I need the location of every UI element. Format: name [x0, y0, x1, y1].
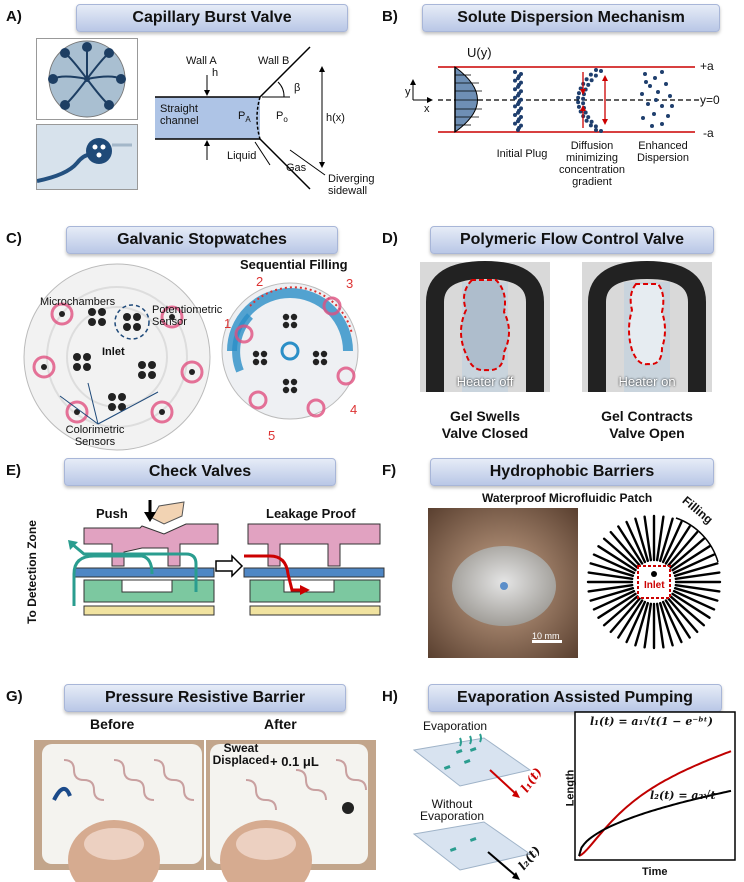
diverging-sidewall-label: Diverging sidewall	[328, 173, 375, 197]
panel-f-title: Hydrophobic Barriers	[430, 458, 714, 486]
check-valve-pushed	[68, 500, 219, 616]
step-4-label: 4	[350, 402, 358, 417]
uy-label: U(y)	[467, 45, 492, 60]
panel-a-title: Capillary Burst Valve	[76, 4, 348, 32]
x-axis-label: x	[424, 103, 430, 115]
microchambers-label: Microchambers	[40, 296, 116, 308]
po-label: Po	[276, 110, 288, 126]
equation-l2: l₂(t) = a₂√t	[650, 789, 716, 802]
panel-b-letter: B)	[382, 8, 398, 25]
panel-h-letter: H)	[382, 688, 398, 705]
heater-off-label: Heater off	[456, 374, 514, 389]
pa-subscript: A	[245, 115, 251, 125]
hydrophobic-spiral-diagram	[586, 514, 722, 650]
barrier-before-photo	[34, 740, 204, 882]
heater-on-label: Heater on	[618, 374, 676, 389]
check-valve-leakage-proof	[243, 523, 385, 616]
after-label: After	[264, 716, 297, 732]
equation-l1: l₁(t) = a₁√t(1 − e⁻ᵇᵗ)	[590, 715, 713, 728]
valve-closeup-photo	[36, 124, 138, 190]
panel-a-letter: A)	[6, 8, 22, 25]
colorimetric-arrows	[59, 382, 159, 425]
potentiometric-label: Potentiometric Sensor	[152, 304, 223, 328]
panel-e-letter: E)	[6, 462, 21, 479]
without-evaporation-label: Without Evaporation	[419, 797, 485, 823]
y-zero-label: y=0	[700, 93, 720, 107]
evaporation-chart	[574, 711, 736, 861]
h-label: h	[212, 67, 219, 79]
scale-bar-label: 10 mm	[532, 631, 560, 641]
step-2-label: 2	[256, 274, 264, 289]
volume-label: + 0.1 μL	[270, 754, 319, 769]
dispersion-diagram	[410, 66, 700, 133]
push-label: Push	[96, 506, 128, 521]
y-axis-label: y	[405, 86, 411, 98]
hx-label: h(x)	[326, 112, 345, 124]
diffusion-label: Diffusion minimizing concentration gradi…	[558, 140, 626, 188]
capillary-valve-diagram	[155, 46, 326, 190]
plus-a-label: +a	[700, 59, 714, 73]
evaporation-label: Evaporation	[423, 719, 488, 733]
process-arrow	[215, 554, 244, 578]
panel-c-title: Galvanic Stopwatches	[66, 226, 338, 254]
panel-g-title: Pressure Resistive Barrier	[64, 684, 346, 712]
gel-contracts-label: Gel Contracts Valve Open	[601, 408, 693, 441]
valve-open-photo	[582, 260, 712, 392]
gas-label: Gas	[286, 162, 307, 174]
inlet-label-f: Inlet	[644, 580, 665, 591]
inlet-label-c: Inlet	[102, 346, 125, 358]
panel-e-title: Check Valves	[64, 458, 336, 486]
sequential-filling-label: Sequential Filling	[240, 257, 348, 272]
pa-text: P	[238, 110, 246, 122]
gel-swells-label: Gel Swells Valve Closed	[441, 408, 529, 441]
galvanic-device-right	[221, 282, 359, 420]
before-label: Before	[90, 716, 135, 732]
chart-x-label: Time	[642, 866, 668, 878]
no-evaporation-strip	[412, 821, 532, 880]
chart-y-label: Length	[564, 769, 577, 807]
valve-wheel-photo	[36, 38, 138, 120]
sweat-displaced-label: Sweat Displaced	[212, 741, 270, 767]
wall-a-label: Wall A	[186, 55, 217, 67]
beta-label: β	[294, 82, 301, 94]
valve-closed-photo	[420, 260, 550, 392]
initial-plug-label: Initial Plug	[496, 148, 548, 160]
series-l2-line	[578, 789, 732, 857]
barrier-after-photo	[206, 740, 376, 882]
minus-a-label: -a	[703, 126, 714, 140]
panel-h-title: Evaporation Assisted Pumping	[428, 684, 722, 712]
liquid-label: Liquid	[227, 150, 257, 162]
step-3-label: 3	[346, 276, 354, 291]
panel-b-title: Solute Dispersion Mechanism	[422, 4, 720, 32]
panel-d-letter: D)	[382, 230, 398, 247]
pa-label: PA	[238, 110, 251, 126]
step-5-label: 5	[268, 428, 276, 443]
evaporation-strip	[412, 733, 532, 798]
enhanced-dispersion-label: Enhanced Dispersion	[637, 140, 689, 164]
waterproof-patch-photo	[428, 508, 578, 658]
panel-f-letter: F)	[382, 462, 397, 479]
colorimetric-label: Colorimetric Sensors	[65, 424, 125, 448]
panel-g-letter: G)	[6, 688, 23, 705]
detection-zone-label: To Detection Zone	[24, 520, 39, 624]
wall-b-label: Wall B	[258, 55, 290, 67]
po-subscript: o	[283, 115, 288, 125]
step-1-label: 1	[224, 316, 232, 331]
waterproof-patch-label: Waterproof Microfluidic Patch	[482, 491, 653, 505]
po-text: P	[276, 110, 284, 122]
panel-c-letter: C)	[6, 230, 22, 247]
panel-d-title: Polymeric Flow Control Valve	[430, 226, 714, 254]
leakage-proof-label: Leakage Proof	[266, 506, 356, 521]
straight-channel-label: Straight channel	[160, 103, 199, 127]
